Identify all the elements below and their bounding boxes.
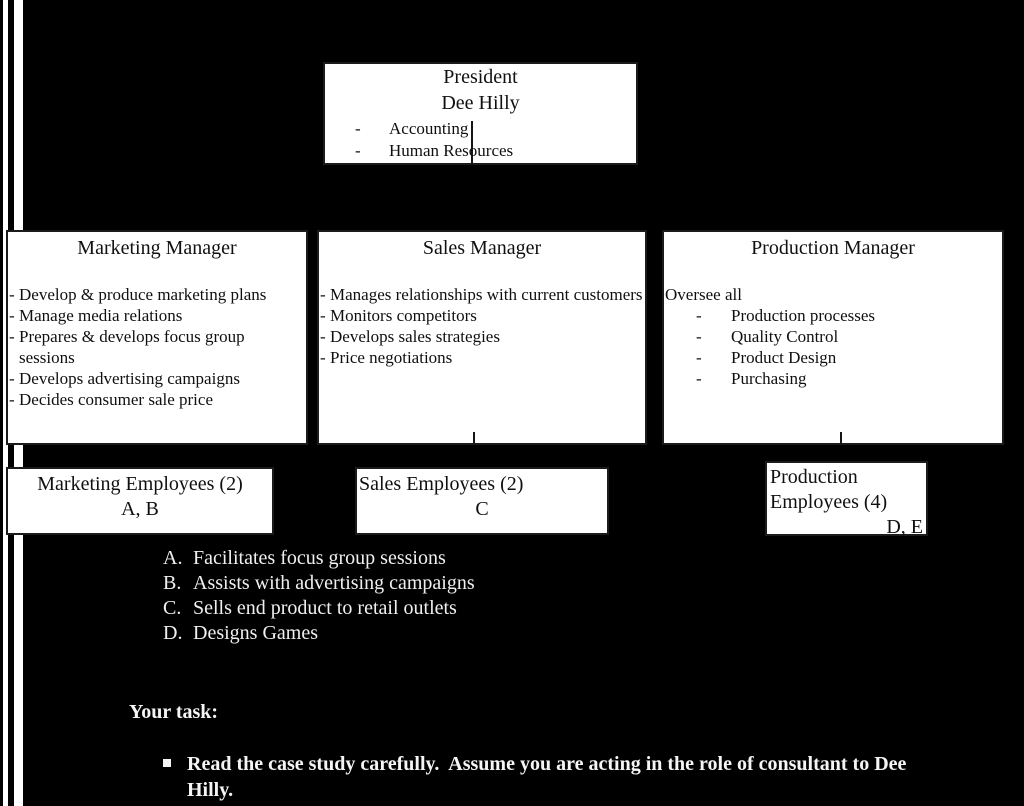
legend-item-key: C. [163, 597, 182, 619]
employee-legend-list: A. Facilitates focus group sessions B. A… [163, 546, 475, 646]
duty-text: Price negotiations [330, 348, 453, 367]
marketing-employees-members: A, B [121, 498, 159, 520]
legend-item-text: Assists with advertising campaigns [193, 572, 475, 594]
production-intro: Oversee all [665, 285, 742, 304]
production-duty-list: Production processes Quality Control Pro… [664, 305, 1002, 389]
duty-item: Manages relationships with current custo… [319, 284, 645, 305]
legend-item-text: Facilitates focus group sessions [193, 547, 446, 569]
legend-item-key: A. [163, 547, 183, 569]
legend-item: D. Designs Games [163, 621, 475, 646]
legend-item: A. Facilitates focus group sessions [163, 546, 475, 571]
duty-item: Purchasing [664, 368, 1002, 389]
duty-item: Quality Control [664, 326, 1002, 347]
production-connector-tick [840, 432, 842, 444]
marketing-duty-list: Develop & produce marketing plans Manage… [8, 284, 306, 410]
duty-text: Develops sales strategies [330, 327, 500, 346]
duty-item: Manage media relations [8, 305, 306, 326]
production-manager-box: Production Manager Oversee all Productio… [662, 230, 1004, 445]
legend-item-text: Designs Games [193, 622, 318, 644]
production-employees-members: D, E [886, 516, 923, 538]
duty-item: Production processes [664, 305, 1002, 326]
task-bullet-item: Read the case study carefully. Assume yo… [163, 751, 927, 803]
duty-item: Product Design [664, 347, 1002, 368]
legend-item-key: B. [163, 572, 182, 594]
duty-item: Prepares & develops focus group sessions [8, 326, 306, 368]
duty-item: Monitors competitors [319, 305, 645, 326]
page-edge-stripe-left [3, 0, 8, 806]
task-heading: Your task: [129, 701, 219, 723]
duty-item: Decides consumer sale price [8, 389, 306, 410]
marketing-employees-title: Marketing Employees (2) [37, 473, 243, 495]
sales-employees-box: Sales Employees (2) C [355, 467, 609, 535]
president-title: President [443, 66, 518, 88]
sales-manager-title: Sales Manager [422, 237, 542, 259]
duty-item: Develops advertising campaigns [8, 368, 306, 389]
production-employees-title: Production Employees (4) [770, 466, 888, 513]
legend-item-key: D. [163, 622, 183, 644]
duty-item: Accounting [325, 118, 636, 140]
duty-text: Develop & produce marketing plans [19, 285, 267, 304]
marketing-employees-box: Marketing Employees (2) A, B [6, 467, 274, 535]
sales-employees-title: Sales Employees (2) [359, 473, 524, 495]
duty-text: Purchasing [731, 369, 807, 388]
production-employees-box: Production Employees (4) D, E [765, 461, 928, 538]
duty-text: Manages relationships with current custo… [330, 285, 643, 304]
production-manager-title: Production Manager [751, 237, 915, 259]
legend-item: C. Sells end product to retail outlets [163, 596, 475, 621]
duty-text: Human Resources [389, 141, 514, 160]
duty-item: Develops sales strategies [319, 326, 645, 347]
duty-text: Accounting [389, 119, 469, 138]
marketing-manager-title: Marketing Manager [77, 237, 237, 259]
square-bullet-icon [163, 759, 171, 767]
duty-text: Production processes [731, 306, 876, 325]
duty-text: Decides consumer sale price [19, 390, 213, 409]
duty-text: Product Design [731, 348, 837, 367]
sales-duty-list: Manages relationships with current custo… [319, 284, 645, 368]
duty-item: Price negotiations [319, 347, 645, 368]
duty-text: Quality Control [731, 327, 839, 346]
sales-connector-tick [473, 432, 475, 444]
duty-item: Develop & produce marketing plans [8, 284, 306, 305]
duty-item: Human Resources [325, 140, 636, 162]
president-connector-line [471, 121, 473, 165]
president-box: President Dee Hilly Accounting Human Res… [323, 62, 638, 165]
duty-text: Manage media relations [19, 306, 183, 325]
sales-employees-members: C [475, 498, 489, 520]
sales-manager-box: Sales Manager Manages relationships with… [317, 230, 647, 445]
legend-item: B. Assists with advertising campaigns [163, 571, 475, 596]
legend-item-text: Sells end product to retail outlets [193, 597, 457, 619]
duty-text: Prepares & develops focus group sessions [19, 327, 245, 367]
president-name: Dee Hilly [441, 92, 520, 114]
duty-text: Develops advertising campaigns [19, 369, 240, 388]
marketing-manager-box: Marketing Manager Develop & produce mark… [6, 230, 308, 445]
duty-text: Monitors competitors [330, 306, 477, 325]
president-duty-list: Accounting Human Resources [325, 118, 636, 162]
task-bullet-text: Read the case study carefully. Assume yo… [187, 753, 912, 801]
